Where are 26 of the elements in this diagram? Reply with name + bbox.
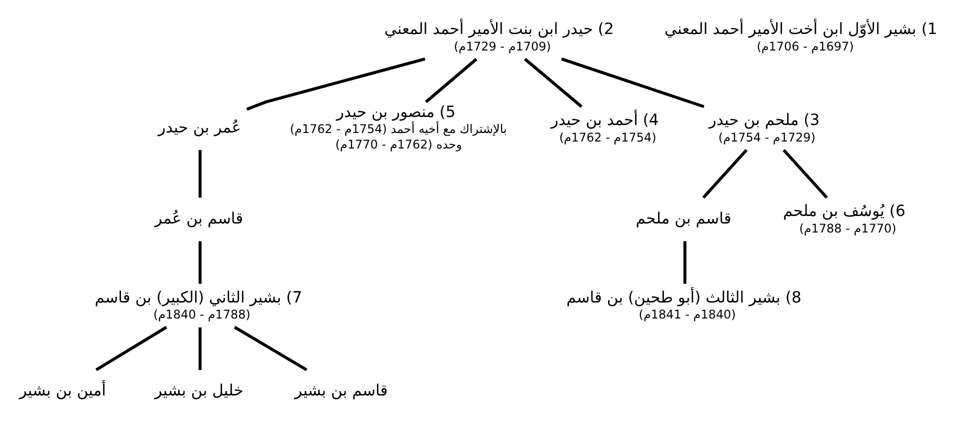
connector <box>682 240 686 284</box>
node-text: عُمر بن حيدر <box>158 118 241 136</box>
node-text: 5) منصور بن حيدر بالإشتراك مع أخيه أحمد (1754م - 1762م) وحده (1762م - 1770م) <box>289 102 506 152</box>
node-text: قاسم بن ملحم <box>635 208 731 227</box>
node-text: 6) يُوسُف بن ملحم (1770م - 1788م) <box>782 202 905 235</box>
node-text: أمين بن بشير <box>18 381 106 400</box>
node-text: 7) بشير الثاني (الكبير) بن قاسم (1788م - 1840م) <box>94 288 302 322</box>
node-text: قاسم بن عُمر <box>154 208 243 227</box>
connector <box>198 240 202 284</box>
node-text: خليل بن بشير <box>154 381 243 400</box>
connector <box>702 148 748 198</box>
connector <box>198 150 202 198</box>
connector <box>198 326 202 370</box>
connector <box>424 57 477 103</box>
connector <box>233 325 307 371</box>
connector <box>94 325 167 371</box>
node-text: 3) ملحم بن حيدر (1729م - 1754م) <box>708 110 820 144</box>
node-text: 2) حيدر ابن بنت الأمير أحمد المعني (1709م - 1729م) <box>384 20 614 54</box>
connector <box>524 57 582 108</box>
node-text: 1) بشير الأوّل ابن أخت الأمير أحمد المعني (1697م - 1706م) <box>664 20 937 54</box>
node-text: 4) أحمد بن حيدر (1754م - 1762م) <box>550 110 658 144</box>
connector <box>782 148 828 198</box>
connector <box>560 57 704 108</box>
node-text: 8) بشير الثالث (أبو طحين) بن قاسم (1840م - 1841م) <box>566 288 801 322</box>
node-text: قاسم بن بشير <box>294 381 388 400</box>
connector <box>246 57 425 110</box>
